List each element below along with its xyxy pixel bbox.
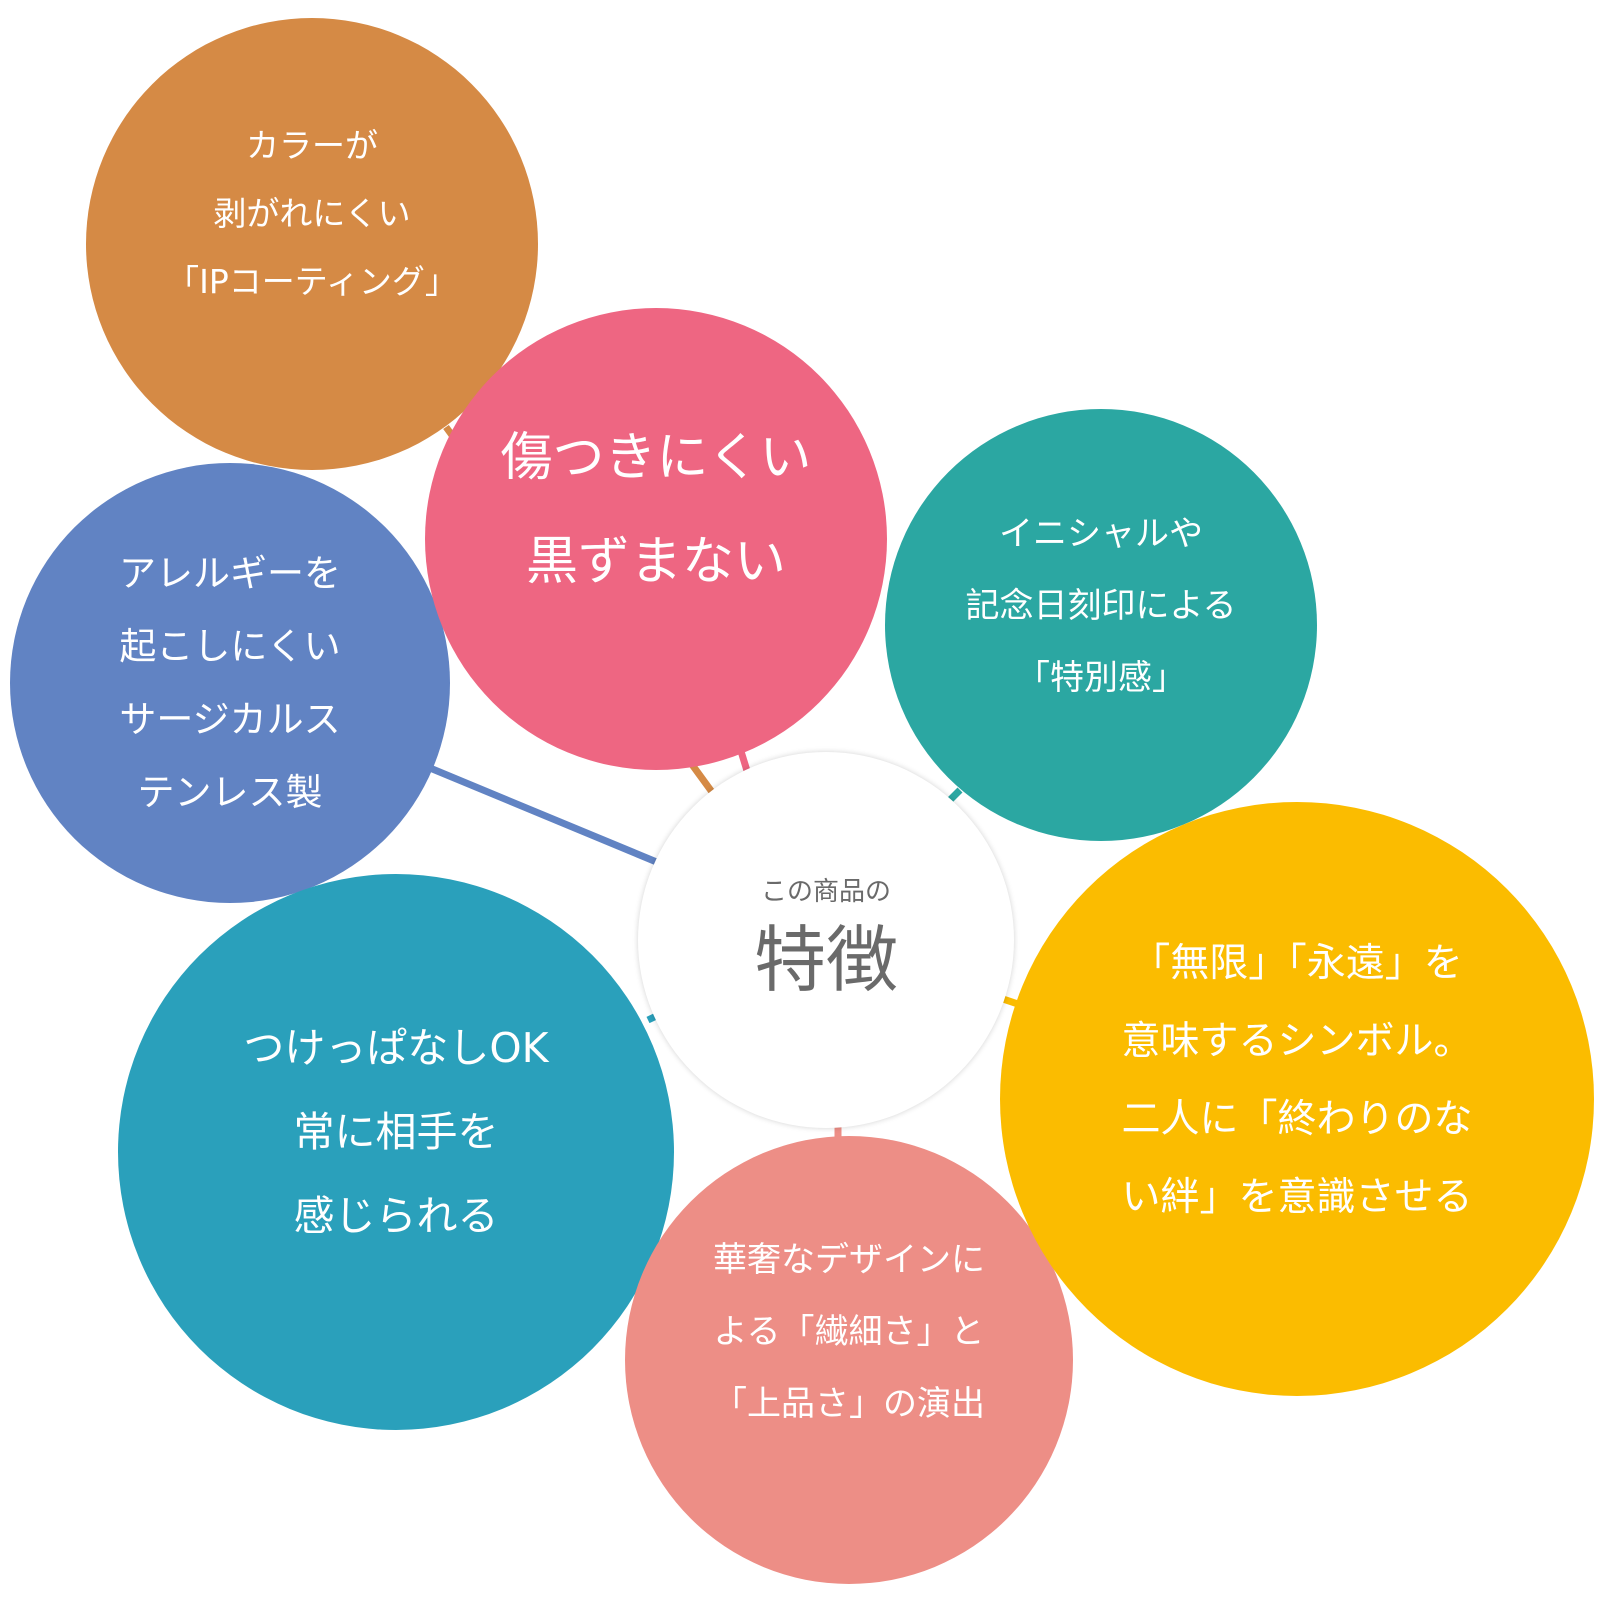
feature-text-line: 常に相手を [293,1108,499,1156]
center-title: 特徴 [753,918,898,1002]
feature-text-line: つけっぱなしOK [243,1024,549,1072]
feature-text-line: カラーが [246,126,378,165]
feature-text-line: 起こしにくい [119,625,341,668]
feature-text-line: 意味するシンボル。 [1121,1019,1473,1064]
feature-text-line: 感じられる [293,1192,499,1240]
center-bubble: この商品の 特徴 [638,752,1014,1128]
feature-text-line: 剥がれにくい [213,194,411,233]
feature-text-line: テンレス製 [137,771,323,814]
feature-text-line: 記念日刻印による [965,586,1237,626]
feature-text-line: い絆」を意識させる [1121,1175,1473,1220]
feature-text-line: 傷つきにくい [500,428,812,488]
feature-bubble-ip-coating: カラーが 剥がれにくい 「IPコーティング」 [86,18,538,470]
feature-text-line: アレルギーを [119,552,341,595]
feature-text-line: 二人に「終わりのな [1121,1097,1473,1142]
feature-text-line: 華奢なデザインに [713,1240,985,1280]
feature-text-line: 「上品さ」の演出 [713,1384,985,1424]
feature-bubble-infinity-symbol: 「無限」「永遠」を 意味するシンボル。 二人に「終わりのな い絆」を意識させる [1000,802,1594,1396]
feature-text-line: イニシャルや [998,514,1203,554]
feature-text-line: 「IPコーティング」 [166,262,458,301]
feature-text-line: 黒ずまない [525,532,786,592]
feature-text-line: よる「繊細さ」と [713,1312,985,1352]
feature-bubble-wear-always: つけっぱなしOK 常に相手を 感じられる [118,874,674,1430]
feature-text-line: 「無限」「永遠」を [1131,941,1463,986]
feature-bubble-scratch-resistant: 傷つきにくい 黒ずまない [425,308,887,770]
feature-text-line: サージカルス [119,698,341,741]
feature-bubble-delicate-design: 華奢なデザインに よる「繊細さ」と 「上品さ」の演出 [625,1136,1073,1584]
center-subtitle: この商品の [760,877,891,907]
feature-bubble-engraving: イニシャルや 記念日刻印による 「特別感」 [885,409,1317,841]
feature-text-line: 「特別感」 [1015,658,1186,698]
feature-bubble-surgical-steel: アレルギーを 起こしにくい サージカルス テンレス製 [10,463,450,903]
